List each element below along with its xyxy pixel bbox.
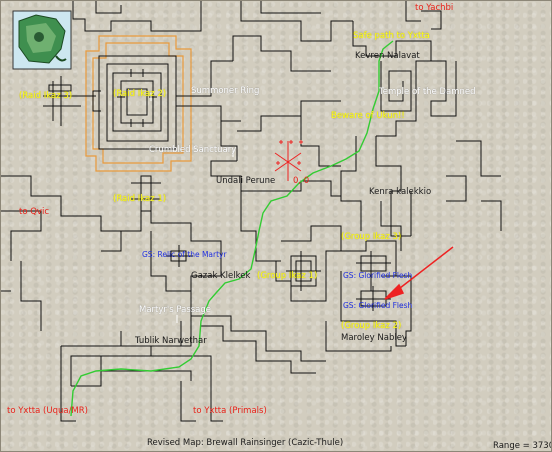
label-raid-ikaz-2: (Raid Ikaz 2) xyxy=(113,89,167,99)
label-gs-flesh-2: GS: Glorified Flesh xyxy=(343,301,413,310)
label-tublik: Tublik Narwethar xyxy=(135,336,207,346)
label-kevren: Kevren Nalavat xyxy=(355,51,420,61)
label-maroley: Maroley Nabley xyxy=(341,333,407,343)
label-coords: 0, 0 xyxy=(293,176,310,186)
label-gazak: Gazak Klelkek xyxy=(191,271,251,281)
map-caption: Revised Map: Brewall Rainsinger (Cazic-T… xyxy=(147,438,344,448)
label-group-ikaz-3: (Group Ikaz 3) xyxy=(341,232,402,242)
island-minimap-icon xyxy=(12,10,72,70)
label-group-ikaz-1: (Group Ikaz 1) xyxy=(257,271,318,281)
map-walls xyxy=(1,1,502,422)
spawn-cluster-icon xyxy=(274,140,303,181)
label-beware: Beware of Ukun!! xyxy=(331,111,405,121)
label-gs-martyr: GS: Relic of the Martyr xyxy=(142,250,227,259)
label-safe-path: Safe path to Yxtta xyxy=(353,31,430,41)
label-raid-ikaz-3: (Raid Ikaz 3) xyxy=(19,91,73,101)
label-gs-flesh-1: GS: Glorified Flesh xyxy=(343,271,413,280)
label-to-yxtta-primals: to Yxtta (Primals) xyxy=(193,406,267,416)
label-martyrs: Martyr's Passage xyxy=(139,305,212,315)
label-temple: Temple of the Damned xyxy=(379,87,476,97)
label-undali: Undali Perune xyxy=(216,176,276,186)
range-readout: Range = 3730 xyxy=(493,441,552,451)
label-kenra: Kenra kalekkio xyxy=(369,187,432,197)
label-group-ikaz-2: (Group Ikaz 2) xyxy=(341,321,402,331)
label-to-yxtta-uqua: to Yxtta (Uqua/MR) xyxy=(7,406,88,416)
label-raid-ikaz-1: (Raid Ikaz 1) xyxy=(113,194,167,204)
label-crumbled: Crumbled Sanctuary xyxy=(149,145,237,155)
place-markers xyxy=(150,93,234,323)
label-summoner: Summoner Ring xyxy=(191,86,260,96)
label-to-qvic: to Qvic xyxy=(19,207,49,217)
safe-route-path xyxy=(70,40,394,417)
label-to-kaesora: to Yachbi xyxy=(415,3,454,13)
red-arrow-icon xyxy=(384,246,454,300)
